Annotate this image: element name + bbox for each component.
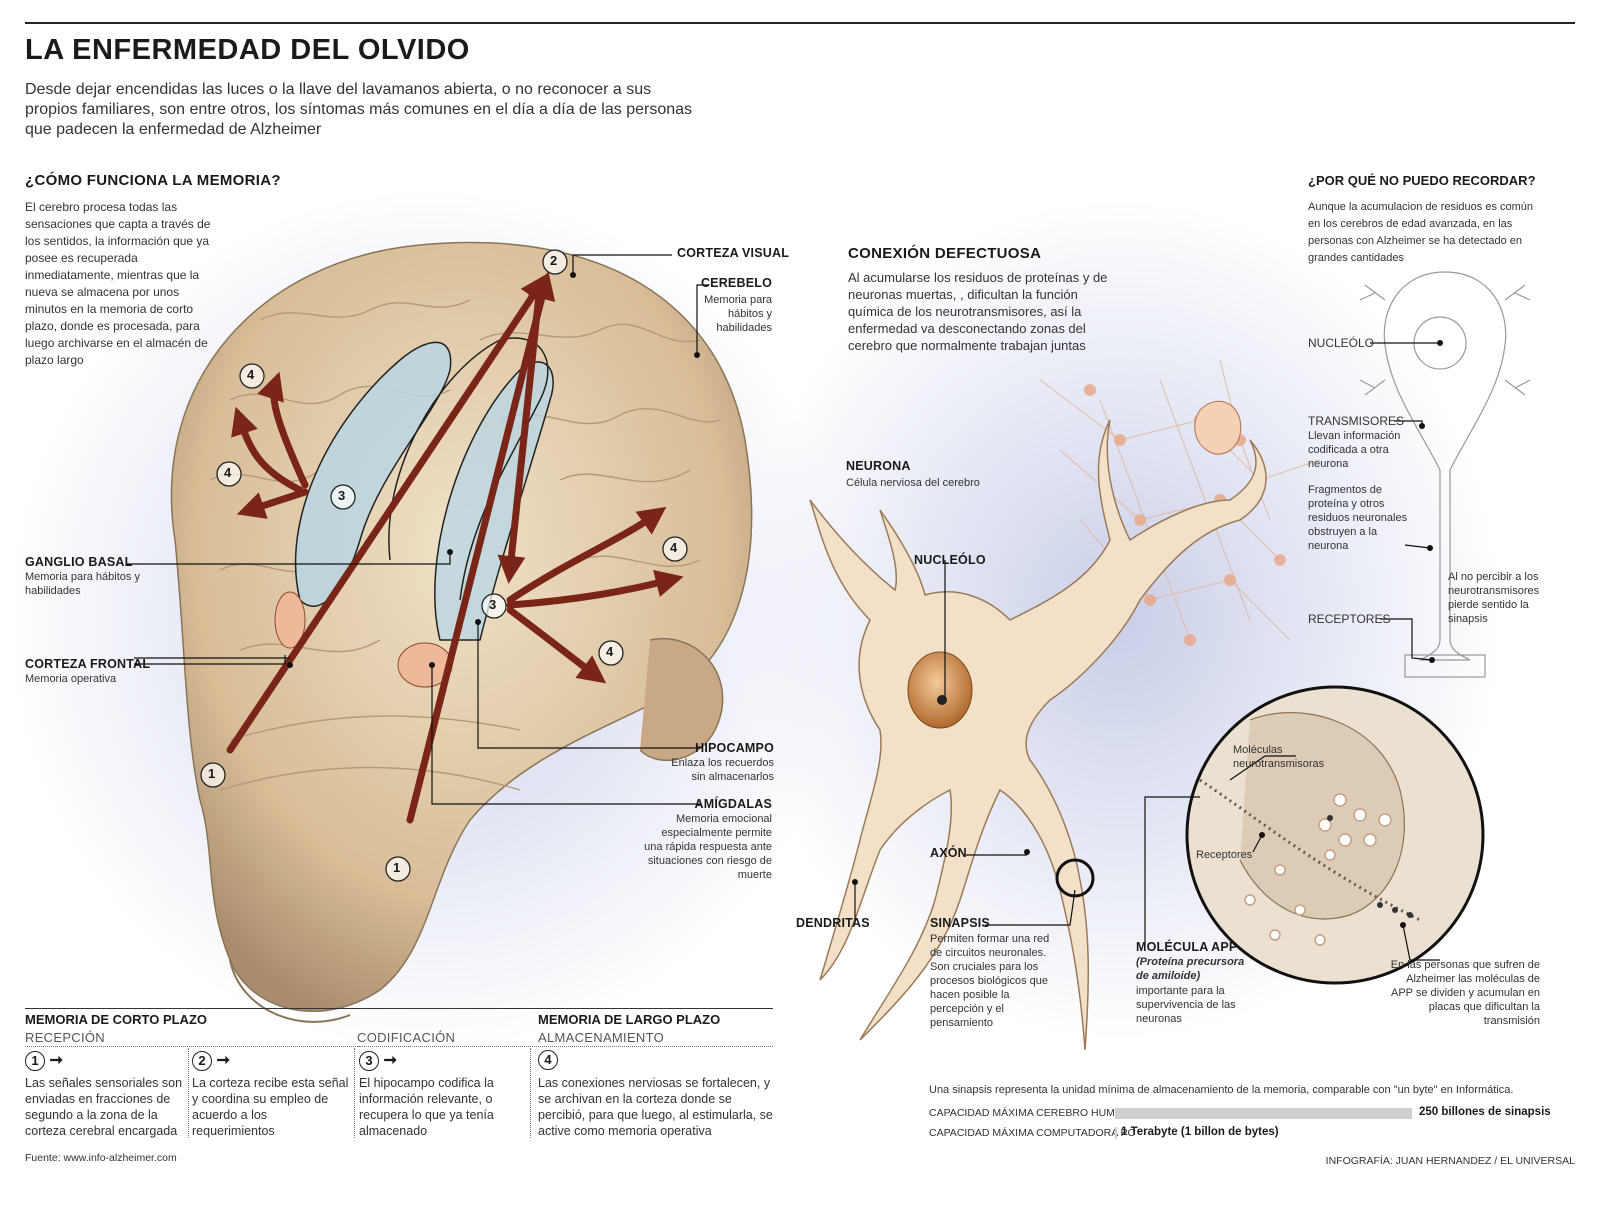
why-no-percibir: Al no percibir a los neurotransmisores p…	[1448, 571, 1540, 625]
marker-4-d: 4	[606, 644, 614, 659]
why-nucleolo: NUCLEÓLO	[1308, 336, 1375, 350]
label-neurona-desc: Célula nerviosa del cerebro	[846, 477, 980, 489]
author-credit: INFOGRAFÍA: JUAN HERNANDEZ / EL UNIVERSA…	[1325, 1155, 1575, 1167]
capacity-brain-value: 250 billones de sinapsis	[1419, 1106, 1551, 1118]
label-corteza-visual: CORTEZA VISUAL	[677, 246, 790, 260]
label-corteza-frontal: CORTEZA FRONTAL	[25, 657, 151, 671]
stage-1-number: 1 ➞	[25, 1050, 63, 1071]
stage-4-circle: 4	[538, 1050, 558, 1070]
why-heading: ¿POR QUÉ NO PUEDO RECORDAR?	[1308, 173, 1536, 188]
label-ganglio-desc: Memoria para hábitos y habilidades	[25, 571, 140, 597]
label-sinapsis: SINAPSIS	[930, 916, 990, 930]
page-subtitle: Desde dejar encendidas las luces o la ll…	[25, 81, 693, 138]
leader-lines	[127, 254, 1440, 961]
marker-4-a: 4	[247, 367, 255, 382]
stage-vsep-2	[354, 1048, 355, 1138]
label-neurona: NEURONA	[846, 459, 911, 473]
marker-1-a: 1	[208, 766, 216, 781]
stage-2-text: La corteza recibe esta señal y coordina …	[192, 1076, 349, 1138]
conexion-heading: CONEXIÓN DEFECTUOSA	[848, 245, 1042, 262]
stage-recepcion: RECEPCIÓN	[25, 1030, 105, 1045]
label-hipocampo: HIPOCAMPO	[695, 741, 774, 755]
marker-4-c: 4	[670, 540, 678, 555]
why-fragmentos: Fragmentos de proteína y otros residuos …	[1308, 484, 1408, 552]
why-transmisores: TRANSMISORES	[1308, 414, 1405, 428]
stage-2-circle: 2	[192, 1051, 212, 1071]
label-app-sub: (Proteína precursora de amiloide)	[1136, 956, 1245, 982]
neuron-drawing	[287, 271, 1531, 1051]
label-sinapsis-desc: Permiten formar una red de circuitos neu…	[930, 933, 1050, 1029]
conexion-body: Al acumularse los residuos de proteínas …	[848, 270, 1108, 353]
why-body: Aunque la acumulacion de residuos es com…	[1308, 201, 1534, 264]
source-credit: Fuente: www.info-alzheimer.com	[25, 1152, 177, 1164]
capacity-pc-label: CAPACIDAD MÁXIMA COMPUTADORA PC	[929, 1127, 1136, 1139]
label-cerebelo: CEREBELO	[700, 276, 772, 290]
label-receptores-zoom: Receptores	[1196, 849, 1253, 861]
stage-3-text: El hipocampo codifica la información rel…	[359, 1076, 494, 1138]
label-ganglio-basal: GANGLIO BASAL	[25, 555, 133, 569]
arrow-right-icon: ➞	[49, 1052, 63, 1069]
capacity-note: Una sinapsis representa la unidad mínima…	[929, 1084, 1514, 1096]
why-receptores: RECEPTORES	[1308, 612, 1391, 626]
marker-2-top: 2	[550, 253, 558, 268]
arrow-right-icon: ➞	[383, 1052, 397, 1069]
stage-3-circle: 3	[359, 1051, 379, 1071]
stage-1-text: Las señales sensoriales son enviadas en …	[25, 1076, 183, 1138]
stage-2-number: 2 ➞	[192, 1050, 230, 1071]
label-moleculas: Moléculas neurotransmisoras	[1233, 744, 1325, 770]
stage-almacenamiento: ALMACENAMIENTO	[538, 1030, 665, 1045]
arrow-right-icon: ➞	[216, 1052, 230, 1069]
stage-4-number: 4	[538, 1050, 558, 1070]
stage-vsep-3	[530, 1048, 531, 1138]
stage-1-circle: 1	[25, 1051, 45, 1071]
label-amigdalas: AMÍGDALAS	[694, 797, 772, 811]
stage-codificacion: CODIFICACIÓN	[357, 1030, 456, 1045]
marker-3-a: 3	[338, 488, 346, 503]
long-term-title: MEMORIA DE LARGO PLAZO	[538, 1012, 721, 1027]
memory-heading: ¿CÓMO FUNCIONA LA MEMORIA?	[25, 172, 281, 189]
stage-divider-b	[357, 1046, 773, 1047]
short-term-title: MEMORIA DE CORTO PLAZO	[25, 1012, 207, 1027]
stage-vsep-1	[188, 1048, 189, 1138]
label-app-desc: importante para la supervivencia de las …	[1136, 985, 1236, 1025]
label-axon: AXÓN	[930, 846, 967, 860]
label-dendritas: DENDRITAS	[796, 916, 870, 930]
label-alzheimer-note: En las personas que sufren de Alzheimer …	[1390, 959, 1540, 1027]
marker-1-b: 1	[393, 860, 401, 875]
label-molecula-app: MOLÉCULA APP	[1136, 940, 1238, 954]
stage-3-number: 3 ➞	[359, 1050, 397, 1071]
label-hipocampo-desc: Enlaza los recuerdos sin almacenarlos	[671, 757, 774, 783]
brain-drawing	[170, 241, 753, 1023]
top-rule	[25, 22, 1575, 24]
marker-3-b: 3	[489, 597, 497, 612]
label-nucleolo-neuron: NUCLEÓLO	[914, 553, 986, 567]
memory-body: El cerebro procesa todas las sensaciones…	[25, 200, 211, 367]
stages-rule	[25, 1008, 773, 1009]
capacity-brain-label: CAPACIDAD MÁXIMA CEREBRO HUMANO	[929, 1107, 1138, 1119]
page-title: LA ENFERMEDAD DEL OLVIDO	[25, 34, 470, 66]
label-amigdalas-desc: Memoria emocional especialmente permite …	[644, 813, 772, 881]
marker-circles	[200, 249, 688, 882]
label-frontal-desc: Memoria operativa	[25, 673, 117, 685]
why-transmisores-desc: Llevan información codificada a otra neu…	[1308, 430, 1401, 470]
capacity-brain-bar	[1115, 1108, 1412, 1119]
marker-4-b: 4	[224, 465, 232, 480]
label-cerebelo-desc: Memoria para hábitos y habilidades	[704, 294, 772, 334]
capacity-pc-value: 1 Terabyte (1 billon de bytes)	[1121, 1126, 1279, 1138]
stage-divider-a	[25, 1046, 360, 1047]
capacity-pc-bar	[1115, 1127, 1117, 1139]
stage-4-text: Las conexiones nerviosas se fortalecen, …	[538, 1076, 773, 1138]
